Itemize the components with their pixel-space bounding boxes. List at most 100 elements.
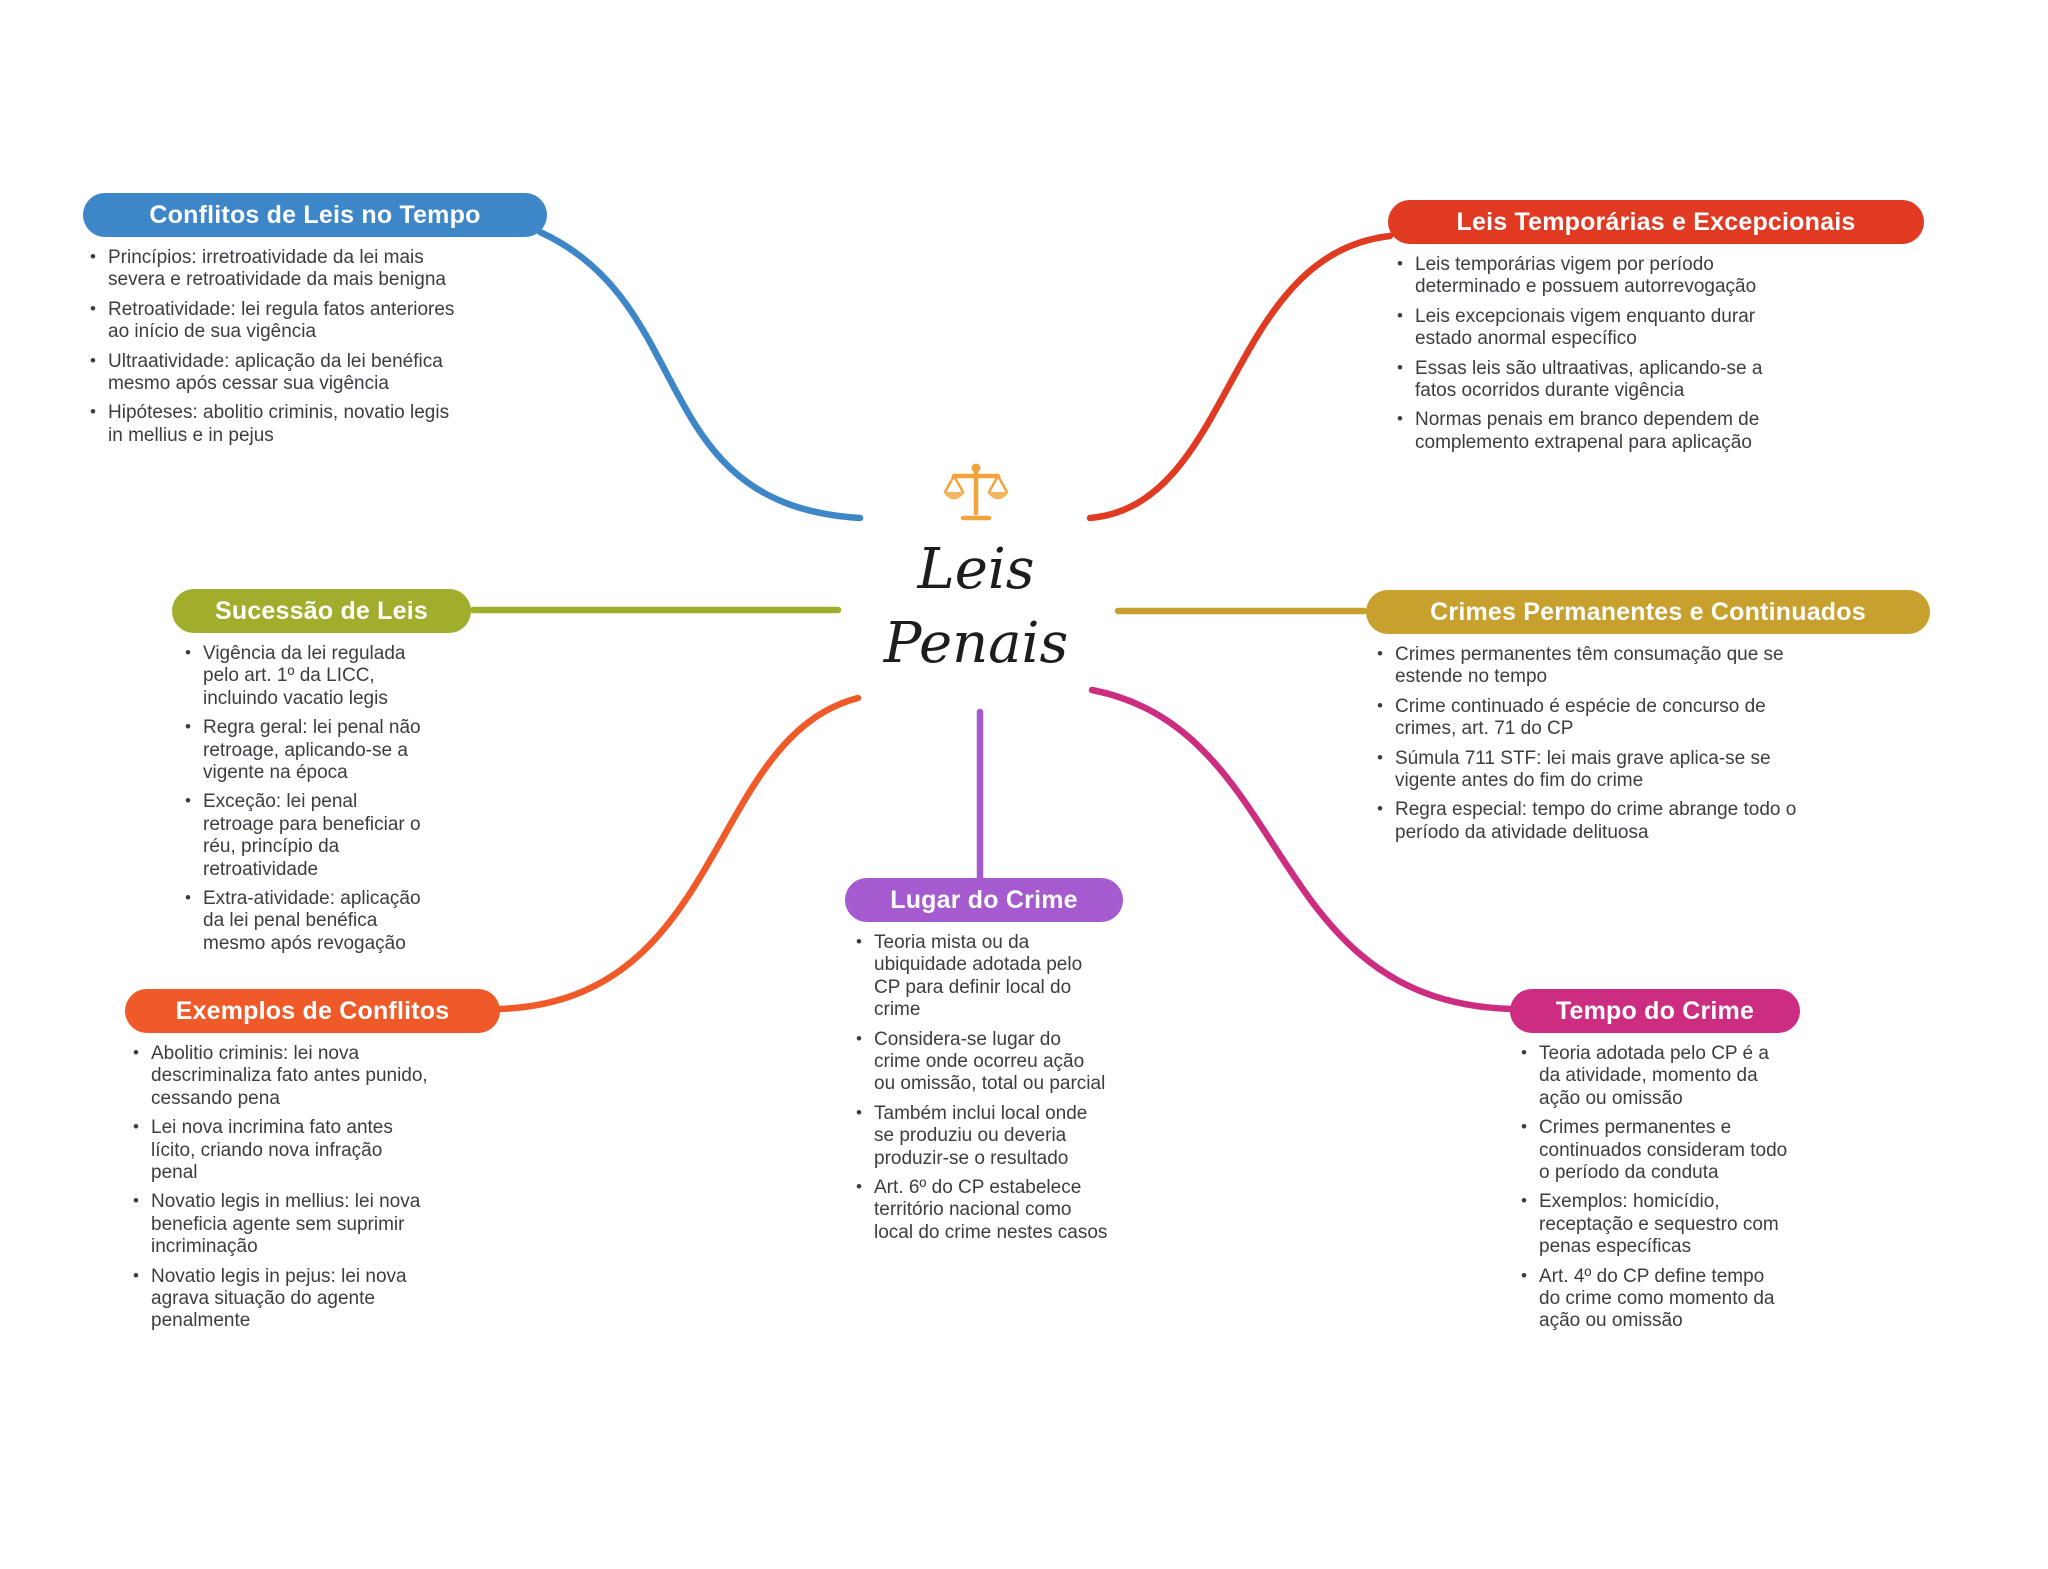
bullet-icon: • (1377, 695, 1383, 715)
branch-item-text: Hipóteses: abolitio criminis, novatio le… (108, 402, 450, 446)
bullet-icon: • (133, 1265, 139, 1285)
connector-leis-temporarias (1086, 232, 1394, 522)
branch-crimes-permanentes-e-continuados: Crimes Permanentes e Continuados • Crimes… (1366, 590, 1930, 851)
branch-item-text: Regra geral: lei penal não retroage, apl… (203, 717, 421, 784)
branch-tempo-do-crime: Tempo do Crime • Teoria adotada pelo CP é… (1510, 989, 1800, 1340)
branch-item: • Hipóteses: abolitio criminis, novatio l… (87, 402, 459, 447)
bullet-icon: • (1377, 644, 1383, 663)
bullet-icon: • (1521, 1117, 1527, 1137)
bullet-icon: • (1397, 357, 1403, 377)
branch-item-text: Princípios: irretroatividade da lei mais… (108, 247, 446, 291)
branch-item: •Novatio legis in mellius: lei nova bene… (130, 1191, 430, 1258)
branch-item: • Exemplos: homicídio, receptação e seque… (1518, 1191, 1788, 1258)
branch-item-text: Lei nova incrimina fato antes lícito, cr… (151, 1117, 393, 1184)
branch-item-text: Novatio legis in mellius: lei nova benef… (151, 1191, 421, 1258)
branch-title-pill: Tempo do Crime (1510, 989, 1800, 1033)
branch-item: •Considera-se lugar do crime onde ocorre… (853, 1029, 1108, 1096)
branch-item-text: Art. 4º do CP define tempo do crime como… (1539, 1265, 1775, 1332)
branch-item-text: Leis excepcionais vigem enquanto durar e… (1415, 305, 1756, 350)
branch-item-text: Ultraatividade: aplicação da lei benéfic… (108, 350, 443, 395)
bullet-icon: • (1377, 799, 1383, 819)
branch-item-text: Abolitio criminis: lei nova descriminali… (151, 1043, 428, 1109)
branch-item-text: Crimes permanentes e continuados conside… (1539, 1117, 1788, 1184)
branch-items: • Teoria mista ou da ubiquidade adotada p… (853, 932, 1108, 1244)
branch-conflitos-de-leis-no-tempo: Conflitos de Leis no Tempo • Princípios: … (83, 193, 547, 454)
bullet-icon: • (1521, 1043, 1527, 1062)
branch-title-pill: Exemplos de Conflitos (125, 989, 500, 1033)
branch-item-text: Exceção: lei penal retroage para benefic… (203, 791, 421, 880)
connector-tempo-do-crime (1088, 686, 1516, 1013)
branch-item: • Lei nova incrimina fato antes lícito, c… (130, 1117, 430, 1184)
branch-item: • Vigência da lei regulada pelo art. 1º d… (182, 643, 432, 710)
bullet-icon: • (1397, 409, 1403, 429)
branch-items: • Princípios: irretroatividade da lei mai… (87, 247, 459, 447)
branch-item: • Também inclui local onde se produziu ou… (853, 1103, 1108, 1170)
branch-item-text: Normas penais em branco dependem de comp… (1415, 409, 1760, 453)
branch-item: • Princípios: irretroatividade da lei mai… (87, 247, 459, 292)
branch-items: • Teoria adotada pelo CP é a da atividade… (1518, 1043, 1788, 1333)
connector-exemplos-de-conflitos (494, 694, 862, 1013)
branch-title-pill: Leis Temporárias e Excepcionais (1388, 200, 1924, 244)
bullet-icon: • (1521, 1191, 1527, 1211)
branch-leis-temporarias-e-excepcionais: Leis Temporárias e Excepcionais • Leis te… (1388, 200, 1924, 461)
branch-item: •Crime continuado é espécie de concurso … (1374, 696, 1814, 741)
branch-item-text: Teoria mista ou da ubiquidade adotada pe… (874, 932, 1083, 1021)
branch-item: • Essas leis são ultraativas, aplicando-s… (1394, 358, 1794, 403)
branch-item-text: Teoria adotada pelo CP é a da atividade,… (1539, 1043, 1769, 1109)
branch-item: •Extra-atividade: aplicação da lei penal… (182, 888, 432, 955)
bullet-icon: • (1377, 747, 1383, 767)
branch-item-text: Exemplos: homicídio, receptação e seques… (1539, 1191, 1779, 1258)
branch-lugar-do-crime: Lugar do Crime • Teoria mista ou da ubiqu… (845, 878, 1123, 1251)
branch-title-pill: Sucessão de Leis (172, 589, 471, 633)
branch-item-text: Considera-se lugar do crime onde ocorreu… (874, 1028, 1106, 1095)
branch-item-text: Também inclui local onde se produziu ou … (874, 1102, 1088, 1169)
branch-item: • Crimes permanentes e continuados consid… (1518, 1117, 1788, 1184)
branch-item-text: Retroatividade: lei regula fatos anterio… (108, 298, 455, 343)
bullet-icon: • (185, 717, 191, 737)
bullet-icon: • (856, 1177, 862, 1197)
center-title-line1: Leis (917, 537, 1035, 602)
branch-item: • Teoria adotada pelo CP é a da atividade… (1518, 1043, 1788, 1110)
bullet-icon: • (90, 402, 96, 422)
branch-item-text: Regra especial: tempo do crime abrange t… (1395, 799, 1797, 843)
branch-item-text: Leis temporárias vigem por período deter… (1415, 254, 1757, 298)
branch-item: • Ultraatividade: aplicação da lei benéfi… (87, 351, 459, 396)
branch-item: • Regra especial: tempo do crime abrange … (1374, 799, 1814, 844)
branch-item-text: Extra-atividade: aplicação da lei penal … (203, 888, 421, 954)
bullet-icon: • (90, 298, 96, 318)
branch-item: • Novatio legis in pejus: lei nova agrava… (130, 1266, 430, 1333)
branch-item-text: Crimes permanentes têm consumação que se… (1395, 644, 1784, 688)
branch-item-text: Essas leis são ultraativas, aplicando-se… (1415, 357, 1763, 402)
bullet-icon: • (1521, 1265, 1527, 1285)
branch-items: • Abolitio criminis: lei nova descriminal… (130, 1043, 430, 1333)
bullet-icon: • (90, 350, 96, 370)
scales-of-justice-icon (941, 458, 1011, 528)
bullet-icon: • (133, 1043, 139, 1062)
bullet-icon: • (1397, 305, 1403, 325)
bullet-icon: • (856, 1102, 862, 1122)
branch-exemplos-de-conflitos: Exemplos de Conflitos • Abolitio criminis… (125, 989, 500, 1340)
branch-title-pill: Lugar do Crime (845, 878, 1123, 922)
branch-item-text: Art. 6º do CP estabelece território naci… (874, 1177, 1108, 1243)
bullet-icon: • (133, 1117, 139, 1137)
center-node: Leis Penais (826, 458, 1126, 681)
branch-items: • Leis temporárias vigem por período dete… (1394, 254, 1794, 454)
center-title-line2: Penais (883, 610, 1069, 676)
branch-item: • Art. 4º do CP define tempo do crime com… (1518, 1266, 1788, 1333)
bullet-icon: • (90, 247, 96, 266)
branch-items: • Vigência da lei regulada pelo art. 1º d… (182, 643, 432, 955)
bullet-icon: • (185, 643, 191, 662)
branch-item: • Normas penais em branco dependem de com… (1394, 409, 1794, 454)
branch-item: • Crimes permanentes têm consumação que s… (1374, 644, 1814, 689)
branch-title-pill: Crimes Permanentes e Continuados (1366, 590, 1930, 634)
branch-item: •Leis temporárias vigem por período dete… (1394, 254, 1794, 299)
branch-item: • Abolitio criminis: lei nova descriminal… (130, 1043, 430, 1110)
branch-items: • Crimes permanentes têm consumação que s… (1374, 644, 1814, 844)
bullet-icon: • (185, 791, 191, 811)
branch-item: • Art. 6º do CP estabelece território nac… (853, 1177, 1108, 1244)
branch-item-text: Novatio legis in pejus: lei nova agrava … (151, 1265, 407, 1332)
branch-item: • Regra geral: lei penal não retroage, ap… (182, 717, 432, 784)
branch-item-text: Vigência da lei regulada pelo art. 1º da… (203, 643, 406, 709)
branch-title-pill: Conflitos de Leis no Tempo (83, 193, 547, 237)
